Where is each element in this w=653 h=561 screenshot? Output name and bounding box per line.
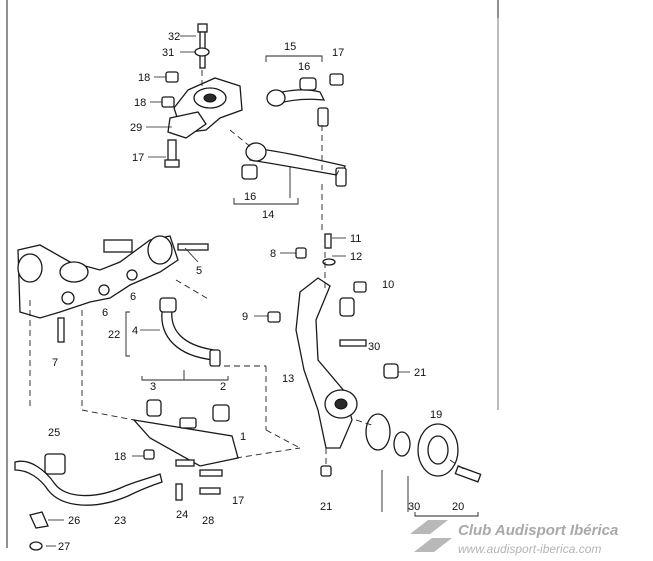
callout-4: 4 (132, 325, 138, 337)
watermark-brand: Club Audisport Ibérica (458, 522, 618, 539)
callout-1: 1 (240, 431, 246, 443)
callout-17-left: 17 (132, 152, 144, 164)
watermark-url: www.audisport-iberica.com (458, 542, 601, 556)
lower-wishbone (132, 399, 239, 501)
subframe (17, 235, 209, 343)
wheel-hub (365, 413, 482, 483)
callout-29: 29 (130, 122, 142, 134)
callout-8: 8 (270, 248, 276, 260)
callout-18-top: 18 (138, 72, 150, 84)
callout-22: 22 (108, 329, 120, 341)
wheel-bearing-housing (267, 233, 399, 477)
callout-19: 19 (430, 409, 442, 421)
callout-6-right: 6 (130, 291, 136, 303)
callout-23: 23 (114, 515, 126, 527)
callout-18-lower: 18 (114, 451, 126, 463)
callout-26: 26 (68, 515, 80, 527)
callout-12: 12 (350, 251, 362, 263)
callout-9: 9 (242, 311, 248, 323)
callout-11: 11 (350, 233, 361, 245)
callout-2: 2 (220, 381, 226, 393)
callout-6-left: 6 (102, 307, 108, 319)
watermark-logo-icon (410, 520, 452, 552)
callout-17-upper: 17 (332, 47, 344, 59)
callout-3: 3 (150, 381, 156, 393)
callout-21-right: 21 (414, 367, 426, 379)
callout-25: 25 (48, 427, 60, 439)
callout-20: 20 (452, 501, 464, 513)
callout-14: 14 (262, 209, 274, 221)
track-control-arm (159, 297, 221, 367)
upper-link-14 (241, 142, 347, 187)
leader-lines (29, 35, 466, 547)
group-brackets (125, 55, 479, 517)
callout-17-lower: 17 (232, 495, 244, 507)
callout-27: 27 (58, 541, 70, 553)
callout-15: 15 (284, 41, 296, 53)
callout-30-upper: 30 (368, 341, 380, 353)
callout-5: 5 (196, 265, 202, 277)
callout-13: 13 (282, 373, 294, 385)
callout-7: 7 (52, 357, 58, 369)
callout-32: 32 (168, 31, 180, 43)
watermark: Club Audisport Ibérica www.audisport-ibe… (410, 520, 618, 556)
callout-21-lower: 21 (320, 501, 332, 513)
callout-16-upper: 16 (298, 61, 310, 73)
callout-10: 10 (382, 279, 394, 291)
anti-roll-bar (14, 453, 163, 551)
callout-18-mid: 18 (134, 97, 146, 109)
upper-link-15 (266, 73, 344, 127)
callout-labels: 32 31 18 18 29 17 15 16 17 16 14 5 6 6 7… (48, 31, 464, 553)
callout-30-lower: 30 (408, 501, 420, 513)
callout-28: 28 (202, 515, 214, 527)
callout-31: 31 (162, 47, 174, 59)
callout-24: 24 (176, 509, 188, 521)
callout-16-lower: 16 (244, 191, 256, 203)
upper-bracket-assembly (161, 23, 243, 168)
